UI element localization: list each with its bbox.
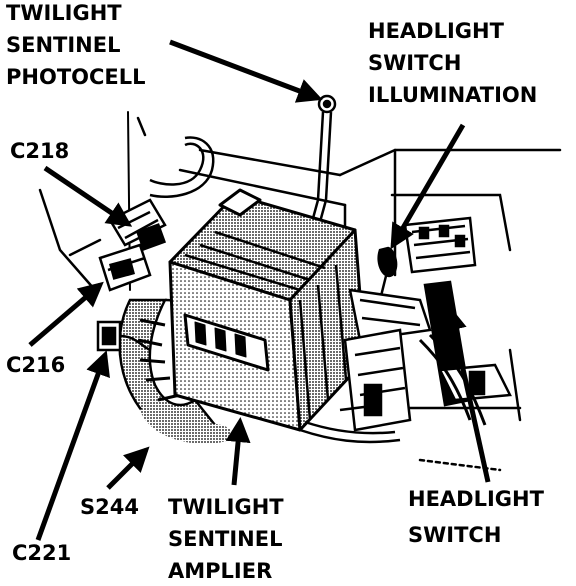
c221-connector	[96, 320, 151, 352]
label-amplifier: TWILIGHT SENTINEL AMPLIER	[168, 495, 291, 583]
photocell-assembly	[310, 94, 337, 223]
switch-bracket	[403, 216, 477, 274]
label-headlight-switch: HEADLIGHT SWITCH	[408, 487, 551, 547]
arrow-photocell	[169, 39, 323, 103]
amplifier-box	[168, 188, 367, 432]
s244-splice	[140, 405, 233, 444]
label-c221: C221	[12, 541, 71, 565]
label-photocell: TWILIGHT SENTINEL PHOTOCELL	[6, 1, 146, 89]
arrow-s244	[106, 446, 150, 490]
arrow-c216	[28, 281, 104, 347]
arrow-amplifier	[225, 417, 251, 486]
c216-connector	[98, 243, 152, 292]
label-c218: C218	[10, 139, 69, 163]
label-c216: C216	[6, 353, 65, 377]
arrow-c221	[35, 350, 110, 541]
c218-connector	[108, 136, 215, 251]
callout-arrows	[28, 39, 491, 541]
label-s244: S244	[80, 495, 139, 519]
switch-wires	[299, 403, 401, 444]
headlight-switch-body	[343, 280, 512, 432]
arrow-headlight-switch	[442, 305, 491, 483]
arrow-illumination	[390, 123, 466, 250]
arrow-c218	[43, 165, 133, 227]
label-headlight-switch-illumination: HEADLIGHT SWITCH ILLUMINATION	[368, 19, 537, 107]
